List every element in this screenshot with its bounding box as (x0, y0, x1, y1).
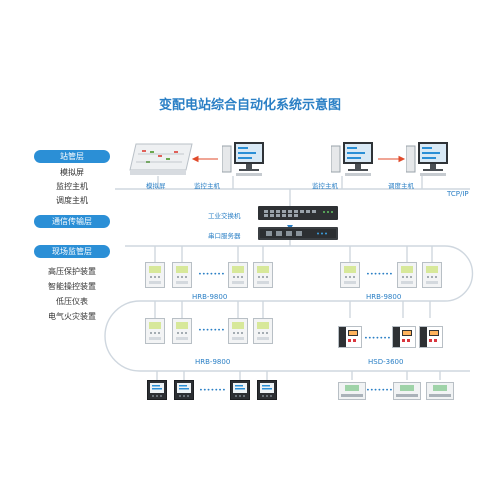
protection-device-icon (253, 318, 273, 344)
dispatch-host-icon (406, 142, 448, 176)
network-label: TCP/IP (447, 190, 469, 198)
layer-field: 现场监管层 (34, 245, 110, 258)
layer-transport: 通信传输层 (34, 215, 110, 228)
diagram-title: 变配电站综合自动化系统示意图 (158, 98, 341, 113)
layer-item: 监控主机 (56, 182, 88, 191)
protection-device-icon (253, 262, 273, 288)
protection-device-icon (145, 262, 165, 288)
monitor-right-label: 监控主机 (312, 182, 338, 190)
loop-top-line (125, 245, 474, 302)
industrial-switch-icon (258, 206, 338, 220)
protection-device-icon (172, 318, 192, 344)
meter-icon (147, 380, 167, 400)
ellipsis: ••••••• (199, 386, 226, 394)
control-device-icon (392, 326, 416, 348)
protection-device-icon (145, 318, 165, 344)
simulation-screen-icon (129, 143, 193, 175)
device-group-label: HRB-9800 (195, 358, 231, 366)
device-group-label: HRB-9800 (366, 293, 402, 301)
serial-server-icon (258, 227, 338, 240)
loop-bottom-line (104, 300, 470, 372)
ellipsis: ••••••• (198, 270, 225, 278)
protection-device-icon (397, 262, 417, 288)
switch-label: 工业交换机 (208, 212, 241, 220)
layer-item: 模拟屏 (60, 168, 84, 177)
protection-device-icon (340, 262, 360, 288)
layer-item: 调度主机 (56, 196, 88, 205)
protection-device-icon (228, 318, 248, 344)
control-device-icon (338, 326, 362, 348)
monitor-host-right-icon (331, 142, 373, 176)
layer-item: 高压保护装置 (48, 267, 96, 276)
layer-item: 智能操控装置 (48, 282, 96, 291)
device-group-label: HRB-9800 (192, 293, 228, 301)
ellipsis: ••••••• (198, 326, 225, 334)
layer-item: 电气火灾装置 (48, 312, 96, 321)
monitor-host-left-icon (222, 142, 264, 176)
ellipsis: ••••••• (364, 334, 391, 342)
server-label: 串口服务器 (208, 232, 241, 240)
layer-item: 低压仪表 (56, 297, 88, 306)
control-device-icon (419, 326, 443, 348)
device-group-label: HSD-3600 (368, 358, 404, 366)
ellipsis: ••••••• (366, 270, 393, 278)
fire-monitor-icon (338, 382, 366, 400)
meter-icon (257, 380, 277, 400)
simulation-label: 模拟屏 (146, 182, 166, 190)
fire-monitor-icon (426, 382, 454, 400)
ellipsis: ••••••• (366, 386, 393, 394)
meter-icon (230, 380, 250, 400)
monitor-left-label: 监控主机 (194, 182, 220, 190)
protection-device-icon (172, 262, 192, 288)
dispatch-label: 调度主机 (388, 182, 414, 190)
protection-device-icon (422, 262, 442, 288)
fire-monitor-icon (393, 382, 421, 400)
meter-icon (174, 380, 194, 400)
layer-station: 站管层 (34, 150, 110, 163)
protection-device-icon (228, 262, 248, 288)
